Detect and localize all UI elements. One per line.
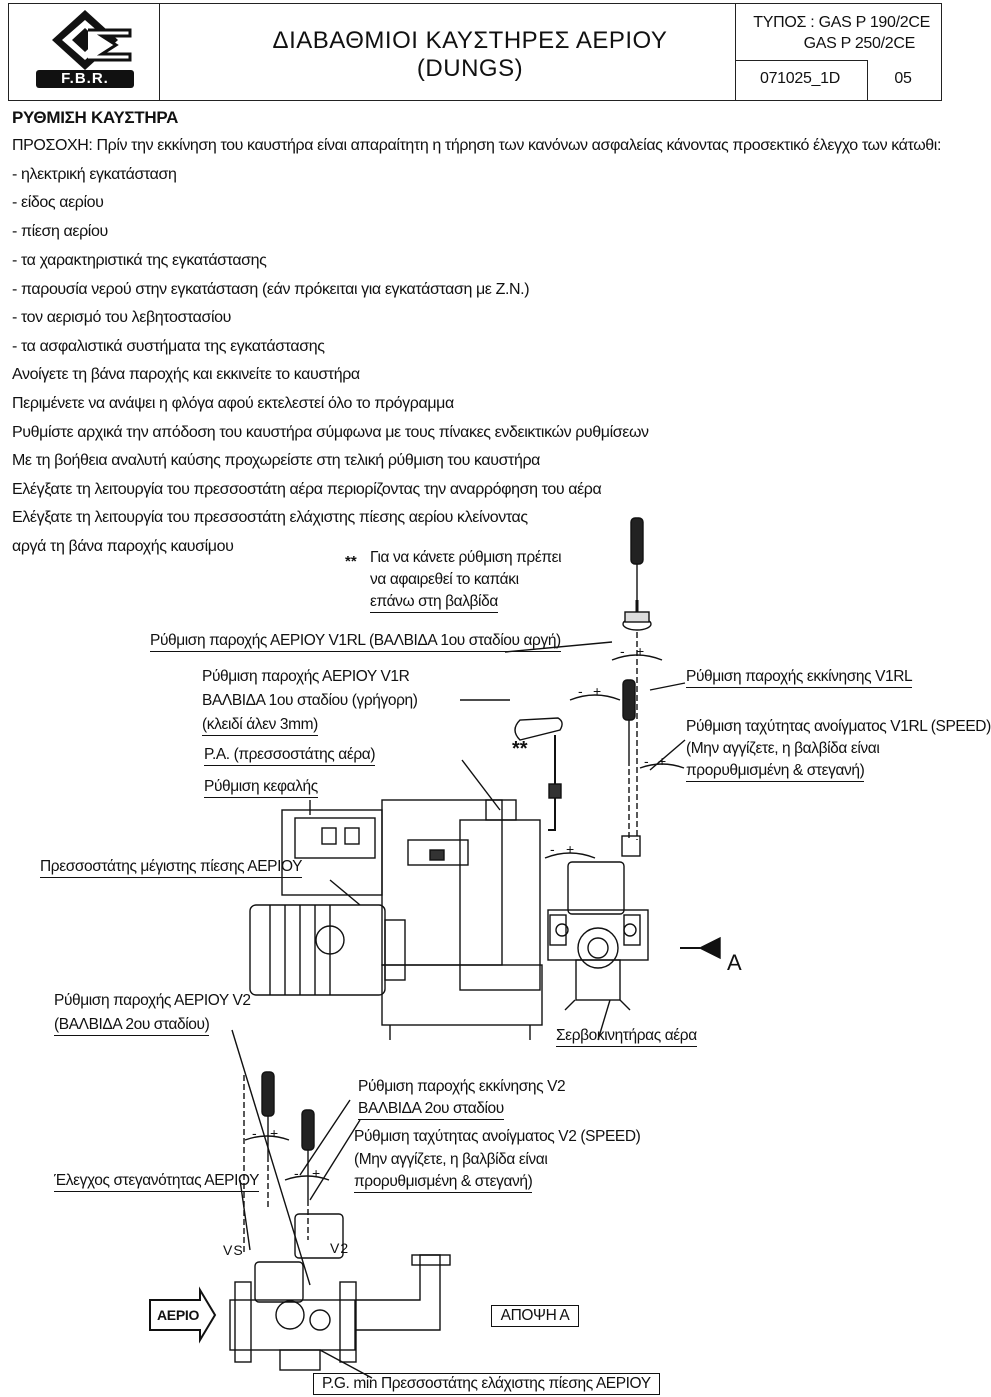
note-marker: ** — [345, 553, 357, 570]
v2-valve-label: V2 — [330, 1240, 350, 1256]
page-title-line2: (DUNGS) — [416, 55, 524, 82]
checklist-item: - είδος αερίου — [12, 194, 104, 211]
screwdriver-icon — [630, 517, 644, 612]
max-pressure-label: Πρεσσοστάτης μέγιστης πίεσης ΑΕΡΙΟΥ — [40, 858, 303, 878]
intro-text: ΠΡΟΣΟΧΗ: Πρίν την εκκίνηση του καυστήρα … — [12, 137, 941, 154]
arrow-a-label: A — [727, 950, 742, 975]
svg-text:-: - — [294, 1165, 299, 1181]
checklist-item: - πίεση αερίου — [12, 223, 108, 240]
v1r-line3: (κλειδί άλεν 3mm) — [202, 716, 318, 736]
step-item: αργά τη βάνα παροχής καυσίμου — [12, 538, 234, 555]
v2-start-line2: ΒΑΛΒΙΔΑ 2ου σταδίου — [358, 1100, 504, 1120]
checklist-item: - παρουσία νερού στην εγκατάσταση (εάν π… — [12, 281, 530, 298]
page-title-line1: ΔΙΑΒΑΘΜΙΟΙ ΚΑΥΣΤΗΡΕΣ ΑΕΡΙΟΥ — [272, 27, 668, 54]
logo-text: F.B.R. — [61, 70, 109, 87]
pg-min-label: P.G. min Πρεσσοστάτης ελάχιστης πίεσης Α… — [313, 1373, 660, 1395]
v1r-line1: Ρύθμιση παροχής ΑΕΡΙΟΥ V1R — [202, 668, 410, 685]
svg-text:-: - — [578, 683, 583, 699]
double-star-marker: ** — [512, 738, 528, 760]
v1rl-start-label: Ρύθμιση παροχής εκκίνησης V1RL — [686, 668, 913, 688]
v1rl-speed-line1: Ρύθμιση ταχύτητας ανοίγματος V1RL (SPEED… — [686, 718, 991, 735]
svg-text:-: - — [620, 643, 625, 659]
page-number: 05 — [894, 70, 912, 87]
fbr-logo — [36, 10, 134, 88]
step-item: Ελέγξατε τη λειτουργία του πρεσσοστάτη ε… — [12, 509, 528, 526]
v1rl-flow-label: Ρύθμιση παροχής ΑΕΡΙΟΥ V1RL (ΒΑΛΒΙΔΑ 1ου… — [150, 632, 561, 652]
note-line2: να αφαιρεθεί το καπάκι — [370, 571, 519, 588]
checklist-item: - τα χαρακτηριστικά της εγκατάστασης — [12, 252, 267, 269]
leak-check-label: Έλεγχος στεγανότητας ΑΕΡΙΟΥ — [54, 1172, 259, 1192]
svg-text:-: - — [550, 841, 555, 857]
v1rl-speed-line3: προρυθμισμένη & στεγανή) — [686, 762, 865, 782]
doc-code: 071025_1D — [759, 70, 841, 87]
gas-inlet-label: ΑΕΡΙΟ — [157, 1307, 200, 1323]
v2-start-line1: Ρύθμιση παροχής εκκίνησης V2 — [358, 1078, 566, 1095]
checklist-item: - τα ασφαλιστικά συστήματα της εγκατάστα… — [12, 338, 325, 355]
v1r-line2: ΒΑΛΒΙΔΑ 1ου σταδίου (γρήγορη) — [202, 692, 418, 709]
svg-text:+: + — [636, 643, 644, 659]
pa-label: P.A. (πρεσσοστάτης αέρα) — [204, 746, 376, 766]
v2-line1: Ρύθμιση παροχής ΑΕΡΙΟΥ V2 — [54, 992, 251, 1009]
step-item: Περιμένετε να ανάψει η φλόγα αφού εκτελε… — [12, 395, 454, 412]
burner-diagram: -+ -+ -+ -+ -+ -+ — [149, 517, 721, 1379]
step-item: Ανοίγετε τη βάνα παροχής και εκκινείτε τ… — [12, 366, 360, 383]
checklist-item: - τον αερισμό του λεβητοστασίου — [12, 309, 231, 326]
v1rl-speed-line2: (Μην αγγίζετε, η βαλβίδα είναι — [686, 740, 880, 757]
svg-text:+: + — [270, 1125, 278, 1141]
servo-label: Σερβοκινητήρας αέρα — [556, 1027, 697, 1047]
v2-line2: (ΒΑΛΒΙΔΑ 2ου σταδίου) — [54, 1016, 210, 1036]
step-item: Ελέγξατε τη λειτουργία του πρεσσοστάτη α… — [12, 481, 602, 498]
type-line2: GAS P 250/2CE — [803, 35, 916, 52]
v2-speed-line3: προρυθμισμένη & στεγανή) — [354, 1173, 533, 1193]
vs-label: VS — [223, 1242, 244, 1258]
code-frame — [735, 60, 868, 101]
svg-text:+: + — [593, 683, 601, 699]
step-item: Με τη βοήθεια αναλυτή καύσης προχωρείστε… — [12, 452, 541, 469]
v2-speed-line2: (Μην αγγίζετε, η βαλβίδα είναι — [354, 1151, 548, 1168]
svg-text:+: + — [658, 753, 666, 769]
head-label: Ρύθμιση κεφαλής — [204, 778, 318, 798]
checklist-item: - ηλεκτρική εγκατάσταση — [12, 166, 177, 183]
type-line1: ΤΥΠΟΣ : GAS P 190/2CE — [753, 14, 930, 31]
svg-text:+: + — [312, 1165, 320, 1181]
v2-speed-line1: Ρύθμιση ταχύτητας ανοίγματος V2 (SPEED) — [354, 1128, 641, 1145]
step-item: Ρυθμίστε αρχικά την απόδοση του καυστήρα… — [12, 424, 649, 441]
svg-text:+: + — [566, 841, 574, 857]
note-line3: επάνω στη βαλβίδα — [370, 593, 498, 613]
svg-text:-: - — [644, 753, 649, 769]
section-title: ΡΥΘΜΙΣΗ ΚΑΥΣΤΗΡΑ — [12, 108, 179, 127]
view-a-label: ΑΠΟΨΗ Α — [491, 1305, 579, 1327]
note-line1: Για να κάνετε ρύθμιση πρέπει — [370, 549, 562, 566]
svg-text:-: - — [252, 1125, 257, 1141]
logo-frame — [8, 3, 160, 101]
